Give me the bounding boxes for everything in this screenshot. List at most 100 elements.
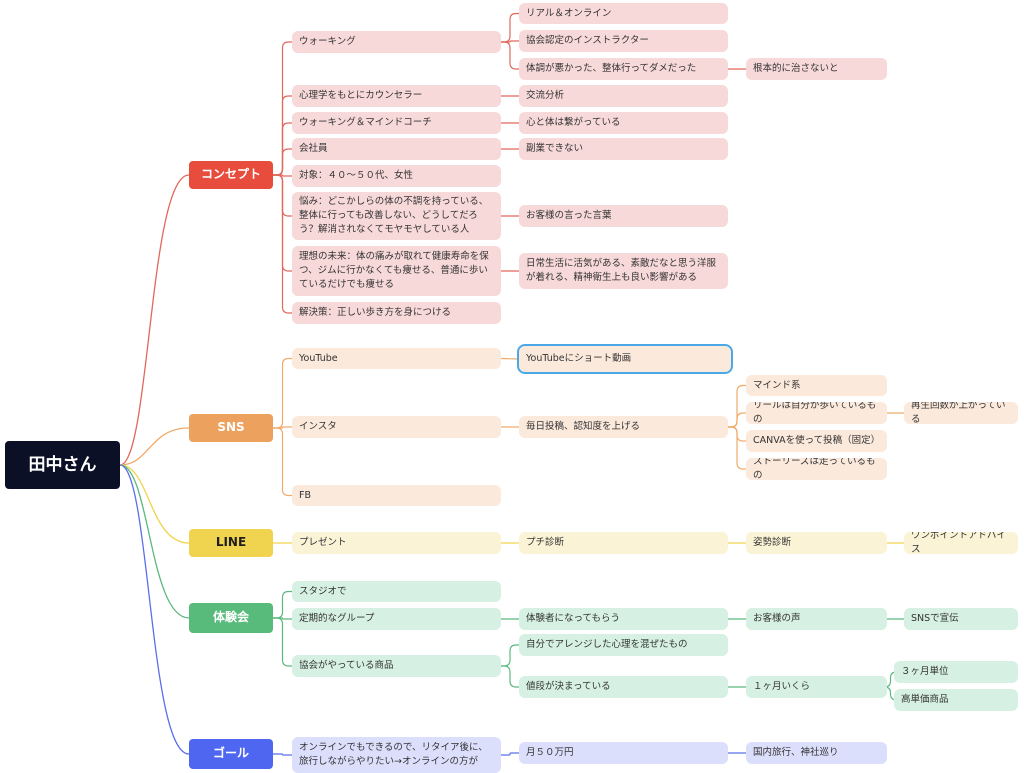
root-node[interactable]: 田中さん [5, 441, 120, 489]
node-label: 理想の未来：体の痛みが取れて健康寿命を保つ、ジムに行かなくても痩せる、普通に歩い… [299, 251, 489, 290]
node-label: 姿勢診断 [753, 537, 792, 549]
node-label: 心と体は繋がっている [526, 117, 621, 129]
node-label: CANVAを使って投稿（固定） [753, 435, 881, 447]
mindmap-node-depth-2[interactable]: 交流分析 [519, 85, 728, 107]
branch-goal[interactable]: ゴール [189, 739, 273, 769]
connector-line [273, 617, 292, 620]
node-label: お客様の言った言葉 [526, 210, 612, 222]
mindmap-node-depth-3[interactable]: リールは自分が歩いているもの [746, 402, 887, 424]
branch-sns[interactable]: SNS [189, 414, 273, 442]
mindmap-node-depth-1[interactable]: 心理学をもとにカウンセラー [292, 85, 501, 107]
connector-line [501, 40, 519, 43]
mindmap-node-depth-1[interactable]: 理想の未来：体の痛みが取れて健康寿命を保つ、ジムに行かなくても痩せる、普通に歩い… [292, 246, 501, 296]
node-label: ウォーキング [299, 36, 356, 48]
mindmap-node-depth-1[interactable]: ウォーキング [292, 31, 501, 53]
node-label: マインド系 [753, 379, 801, 391]
node-label: プレゼント [299, 537, 347, 549]
connector-line [273, 617, 292, 667]
mindmap-node-depth-2[interactable]: リアル＆オンライン [519, 3, 728, 24]
mindmap-node-depth-3[interactable]: お客様の声 [746, 608, 887, 630]
connector-line [119, 464, 190, 544]
mindmap-node-depth-1[interactable]: スタジオで [292, 581, 501, 602]
mindmap-node-depth-4[interactable]: ３ヶ月単位 [894, 661, 1018, 683]
connector-line [501, 41, 519, 70]
node-label: 高単価商品 [901, 694, 949, 706]
connector-line [119, 174, 190, 466]
mindmap-node-depth-1[interactable]: 悩み：どこかしらの体の不調を持っている、整体に行っても改善しない、どうしてだろう… [292, 192, 501, 240]
connector-line [119, 464, 190, 619]
mindmap-node-depth-2[interactable]: 協会認定のインストラクター [519, 30, 728, 52]
node-label: 根本的に治さないと [753, 63, 839, 75]
mindmap-node-depth-2[interactable]: 月５０万円 [519, 742, 728, 764]
node-label: 田中さん [28, 454, 97, 475]
mindmap-node-depth-2[interactable]: 心と体は繋がっている [519, 112, 728, 134]
node-label: YouTube [299, 352, 338, 364]
connector-line [119, 464, 190, 755]
mindmap-node-depth-1[interactable]: YouTube [292, 348, 501, 369]
node-label: オンラインでもできるので、リタイア後に、旅行しながらやりたい→オンラインの方が [299, 742, 488, 767]
mindmap-node-depth-2[interactable]: 毎日投稿、認知度を上げる [519, 416, 728, 438]
node-label: 体調が悪かった、整体行ってダメだった [526, 63, 697, 75]
connector-line [273, 174, 292, 177]
node-label: 定期的なグループ [299, 613, 375, 625]
mindmap-node-depth-1[interactable]: FB [292, 485, 501, 506]
connector-line [273, 357, 292, 429]
node-label: コンセプト [200, 167, 261, 182]
connector-line [273, 174, 292, 314]
mindmap-node-depth-4[interactable]: 高単価商品 [894, 689, 1018, 711]
node-label: 自分でアレンジした心理を混ぜたもの [526, 639, 688, 651]
connector-line [501, 644, 519, 667]
node-label: 体験会 [212, 610, 249, 625]
connector-line [119, 427, 190, 466]
mindmap-node-depth-3[interactable]: CANVAを使って投稿（固定） [746, 430, 887, 452]
node-label: スタジオで [299, 585, 347, 597]
mindmap-node-depth-1[interactable]: 会社員 [292, 138, 501, 160]
node-label: 協会認定のインストラクター [526, 35, 649, 47]
node-label: 対象：４０〜５０代、女性 [299, 170, 414, 182]
node-label: リアル＆オンライン [526, 7, 612, 19]
node-label: 副業できない [526, 143, 584, 155]
mindmap-node-depth-3[interactable]: 根本的に治さないと [746, 58, 887, 80]
node-label: 悩み：どこかしらの体の不調を持っている、整体に行っても改善しない、どうしてだろう… [299, 196, 489, 235]
mindmap-node-depth-2[interactable]: 値段が決まっている [519, 676, 728, 698]
mindmap-node-depth-4[interactable]: SNSで宣伝 [904, 608, 1018, 630]
mindmap-node-depth-4[interactable]: ワンポイントアドバイス [904, 532, 1018, 554]
mindmap-node-depth-3[interactable]: ストーリーズは走っているもの [746, 458, 887, 480]
node-label: 日常生活に活気がある、素敵だなと思う洋服が着れる、精神衛生上も良い影響がある [526, 258, 717, 283]
mindmap-node-depth-3[interactable]: マインド系 [746, 375, 887, 396]
node-label: ゴール [212, 746, 249, 761]
mindmap-node-depth-2[interactable]: 体験者になってもらう [519, 608, 728, 630]
mindmap-node-depth-2[interactable]: 体調が悪かった、整体行ってダメだった [519, 58, 728, 80]
mindmap-node-depth-2[interactable]: 副業できない [519, 138, 728, 160]
mindmap-node-depth-1[interactable]: 対象：４０〜５０代、女性 [292, 165, 501, 187]
mindmap-node-depth-1[interactable]: 解決策：正しい歩き方を身につける [292, 302, 501, 324]
connector-line [501, 752, 519, 756]
branch-taiken[interactable]: 体験会 [189, 603, 273, 633]
mindmap-node-depth-4[interactable]: 再生回数が上がっている [904, 402, 1018, 424]
mindmap-node-depth-1[interactable]: 定期的なグループ [292, 608, 501, 630]
node-label: 心理学をもとにカウンセラー [299, 90, 423, 102]
mindmap-node-depth-1[interactable]: プレゼント [292, 532, 501, 554]
mindmap-node-depth-2[interactable]: お客様の言った言葉 [519, 205, 728, 227]
mindmap-node-depth-3[interactable]: 国内旅行、神社巡り [746, 742, 887, 764]
mindmap-node-depth-2[interactable]: 日常生活に活気がある、素敵だなと思う洋服が着れる、精神衛生上も良い影響がある [519, 253, 728, 289]
node-label: 交流分析 [526, 90, 565, 102]
branch-concept[interactable]: コンセプト [189, 161, 273, 189]
connector-line [501, 12, 519, 43]
node-label: SNS [217, 420, 245, 435]
connector-line [273, 148, 292, 176]
mindmap-node-depth-2[interactable]: プチ診断 [519, 532, 728, 554]
node-label: ワンポイントアドバイス [911, 532, 1007, 554]
mindmap-node-depth-3[interactable]: １ヶ月いくら [746, 676, 887, 698]
mindmap-node-depth-1[interactable]: ウォーキング＆マインドコーチ [292, 112, 501, 134]
mindmap-node-depth-1[interactable]: 協会がやっている商品 [292, 655, 501, 677]
branch-line[interactable]: LINE [189, 529, 273, 557]
mindmap-node-depth-2[interactable]: YouTubeにショート動画 [517, 344, 733, 374]
mindmap-node-depth-1[interactable]: オンラインでもできるので、リタイア後に、旅行しながらやりたい→オンラインの方が [292, 737, 501, 773]
mindmap-node-depth-1[interactable]: インスタ [292, 416, 501, 438]
mindmap-node-depth-2[interactable]: 自分でアレンジした心理を混ぜたもの [519, 634, 728, 656]
node-label: 会社員 [299, 143, 328, 155]
mindmap-node-depth-3[interactable]: 姿勢診断 [746, 532, 887, 554]
node-label: プチ診断 [526, 537, 565, 549]
